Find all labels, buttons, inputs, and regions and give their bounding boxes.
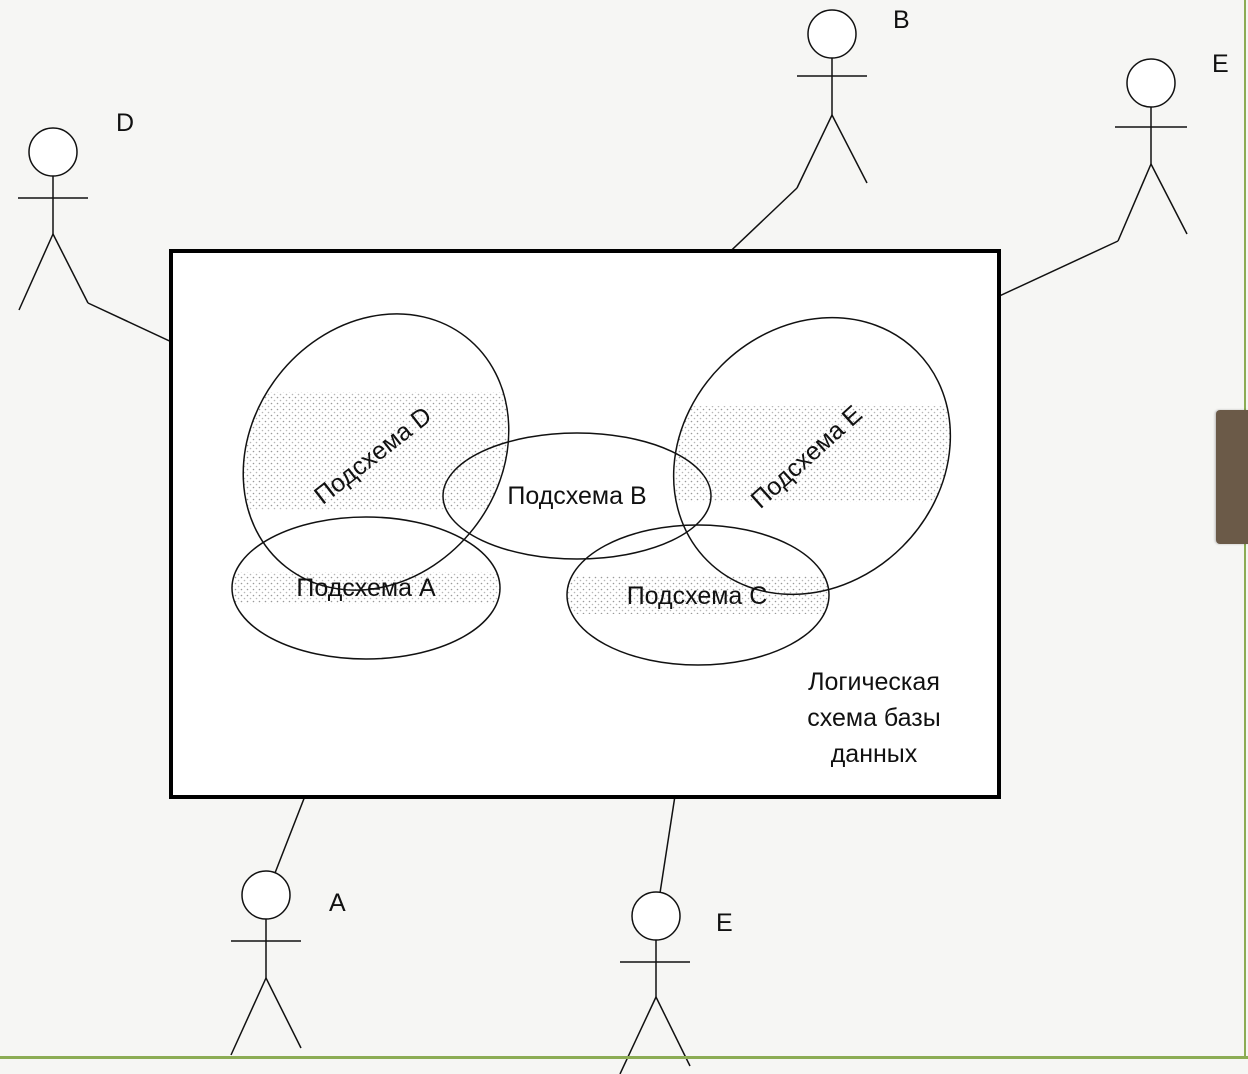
slide-bottom-rule — [0, 1056, 1248, 1059]
shading-subschema-e — [660, 406, 950, 502]
actor-e-bottom — [619, 891, 691, 1074]
side-tab[interactable] — [1216, 410, 1248, 544]
shading-subschema-a — [232, 572, 500, 604]
subschema-d-ellipse — [242, 313, 510, 591]
actor-d-label: D — [116, 109, 134, 137]
actor-a — [230, 870, 302, 1056]
schema-caption-line-3: данных — [831, 740, 918, 768]
actor-a-label: A — [329, 889, 346, 917]
subschema-b-ellipse — [442, 432, 712, 560]
actor-b-label: B — [893, 6, 910, 34]
subschema-ellipses — [231, 313, 952, 666]
schema-caption: Логическая схема базы данных — [807, 668, 940, 768]
subschema-a-ellipse — [231, 516, 501, 660]
actor-b — [796, 9, 868, 189]
schema-caption-line-2: схема базы — [807, 704, 940, 732]
subschema-e-ellipse — [672, 316, 952, 596]
actor-d — [18, 127, 89, 311]
schema-caption-line-1: Логическая — [808, 668, 940, 696]
subschema-b-label: Подсхема B — [507, 482, 646, 510]
actor-labels: D B E A E — [116, 6, 1229, 937]
actor-e-top-label: E — [1212, 50, 1229, 78]
subschema-c-ellipse — [566, 524, 830, 666]
actors — [18, 9, 1188, 1074]
actor-e-bottom-label: E — [716, 909, 733, 937]
subschema-a-label: Подсхема A — [296, 574, 436, 602]
subschema-c-label: Подсхема C — [627, 582, 768, 610]
actor-e-top — [1115, 58, 1188, 242]
shading-subschema-c — [567, 576, 829, 614]
